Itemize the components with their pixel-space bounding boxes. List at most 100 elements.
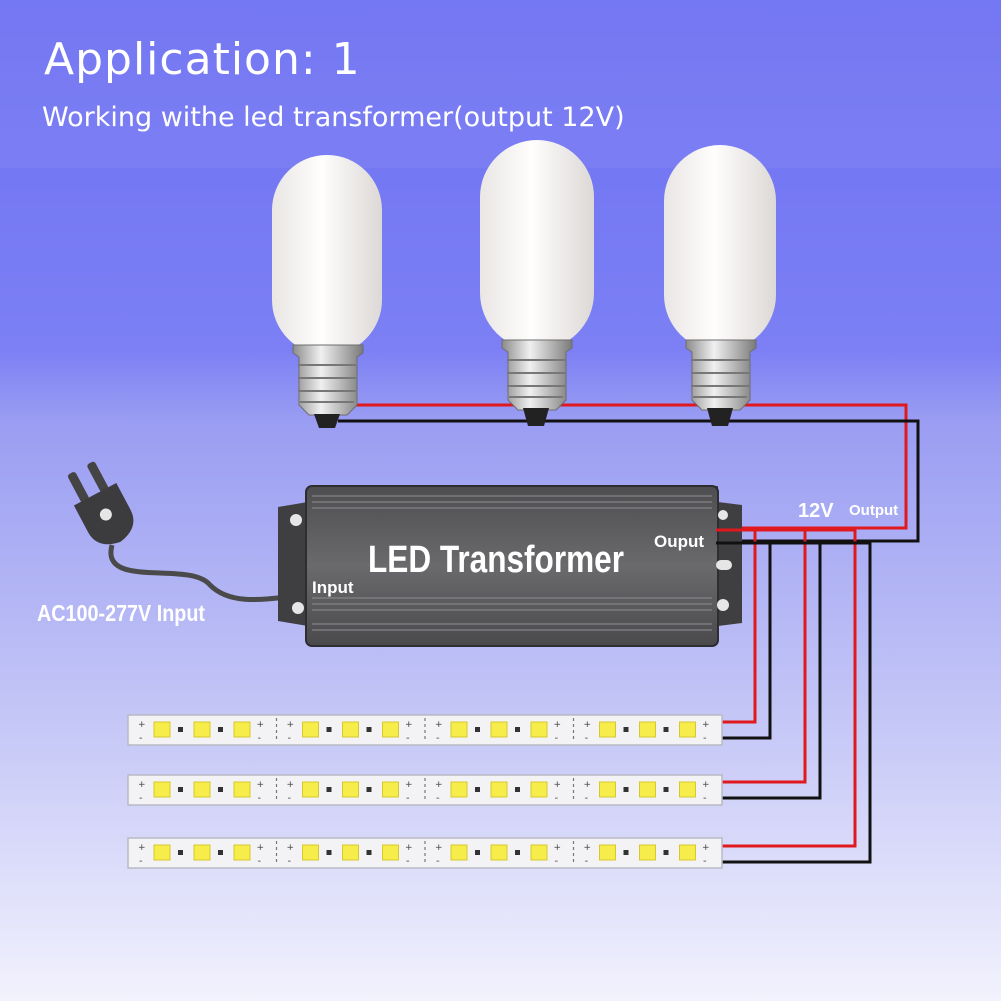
- led-bulb-icon: [501, 339, 573, 426]
- led-chip: [679, 721, 696, 738]
- pad-minus-sign: -: [288, 856, 292, 867]
- led-chip: [342, 844, 359, 861]
- pad-plus-sign: +: [138, 780, 146, 790]
- pad-plus-sign: +: [138, 720, 146, 730]
- pad-minus-sign: -: [288, 733, 292, 744]
- pad-plus-sign: +: [405, 843, 413, 853]
- mount-hole: [292, 602, 304, 614]
- resistor: [366, 727, 372, 732]
- pad-plus-sign: +: [287, 780, 295, 790]
- led-chip: [450, 721, 468, 738]
- pad-minus-sign: -: [436, 856, 440, 867]
- resistor: [326, 727, 332, 732]
- pad-plus-sign: +: [138, 843, 146, 853]
- bulb-negative-wire: [338, 419, 920, 543]
- led-chip: [342, 721, 359, 738]
- power-plug-icon: [67, 461, 134, 545]
- led-chip: [639, 721, 656, 738]
- output-label: Output: [849, 502, 898, 519]
- led-chip: [639, 844, 656, 861]
- pad-minus-sign: -: [406, 793, 410, 804]
- led-chip: [599, 721, 616, 738]
- led-chip: [153, 781, 171, 798]
- bulb-wires: [338, 403, 920, 543]
- pad-minus-sign: -: [555, 793, 559, 804]
- transformer-output-label: Ouput: [654, 532, 704, 551]
- pad-plus-sign: +: [584, 780, 592, 790]
- pad-minus-sign: -: [703, 793, 707, 804]
- resistor: [178, 850, 183, 855]
- resistor: [663, 850, 669, 855]
- led-chip: [302, 721, 319, 738]
- resistor: [623, 850, 629, 855]
- led-chip: [153, 844, 171, 861]
- led-chip: [679, 781, 696, 798]
- resistor: [366, 787, 372, 792]
- page-subtitle: Working withe led transformer(output 12V…: [42, 102, 625, 133]
- pad-minus-sign: -: [585, 793, 589, 804]
- pad-plus-sign: +: [257, 780, 265, 790]
- led-chip: [450, 844, 468, 861]
- led-chip: [153, 721, 171, 738]
- bulb-positive-wire: [340, 403, 908, 530]
- pad-minus-sign: -: [436, 733, 440, 744]
- pad-minus-sign: -: [288, 793, 292, 804]
- pad-minus-sign: -: [139, 733, 143, 744]
- led-chip: [599, 781, 616, 798]
- resistor: [366, 850, 372, 855]
- led-chip: [599, 844, 616, 861]
- resistor: [515, 787, 520, 792]
- led-chip: [193, 844, 211, 861]
- mount-slot: [716, 560, 732, 570]
- pad-minus-sign: -: [258, 856, 262, 867]
- pad-plus-sign: +: [702, 780, 710, 790]
- page-title: Application: 1: [44, 34, 361, 85]
- pad-plus-sign: +: [702, 720, 710, 730]
- led-bulb-3: [664, 145, 776, 426]
- pad-minus-sign: -: [585, 856, 589, 867]
- led-chip: [233, 844, 251, 861]
- resistor: [515, 850, 520, 855]
- led-chip: [193, 721, 211, 738]
- pad-plus-sign: +: [554, 843, 562, 853]
- led-chip: [679, 844, 696, 861]
- resistor: [475, 787, 480, 792]
- mount-hole: [718, 510, 728, 520]
- pad-plus-sign: +: [584, 720, 592, 730]
- pad-plus-sign: +: [287, 720, 295, 730]
- strip-3-positive-wire: [716, 528, 857, 848]
- pad-minus-sign: -: [139, 856, 143, 867]
- led-chip: [233, 781, 251, 798]
- resistor: [475, 850, 480, 855]
- resistor: [218, 787, 223, 792]
- resistor: [623, 727, 629, 732]
- power-cable: [108, 544, 306, 602]
- pad-minus-sign: -: [258, 733, 262, 744]
- mount-hole: [717, 599, 729, 611]
- pad-plus-sign: +: [584, 843, 592, 853]
- transformer-label: LED Transformer: [368, 539, 624, 581]
- output-voltage-label: 12V: [798, 500, 834, 522]
- resistor: [663, 727, 669, 732]
- pad-minus-sign: -: [703, 733, 707, 744]
- led-chip: [302, 844, 319, 861]
- led-bulb-2: [480, 140, 594, 426]
- pad-plus-sign: +: [435, 843, 443, 853]
- resistor: [218, 727, 223, 732]
- resistor: [218, 850, 223, 855]
- power-plug: [67, 461, 306, 602]
- resistor: [326, 850, 332, 855]
- pad-minus-sign: -: [555, 733, 559, 744]
- led-chip: [302, 781, 319, 798]
- led-chip: [382, 721, 399, 738]
- strip-3-negative-wire: [716, 541, 872, 864]
- led-chip: [193, 781, 211, 798]
- led-transformer: LED Transformer Input Ouput: [278, 485, 742, 647]
- ac-input-label: AC100-277V Input: [37, 600, 205, 626]
- resistor: [623, 787, 629, 792]
- led-chip: [490, 781, 508, 798]
- pad-plus-sign: +: [435, 780, 443, 790]
- resistor: [178, 787, 183, 792]
- led-chip: [490, 844, 508, 861]
